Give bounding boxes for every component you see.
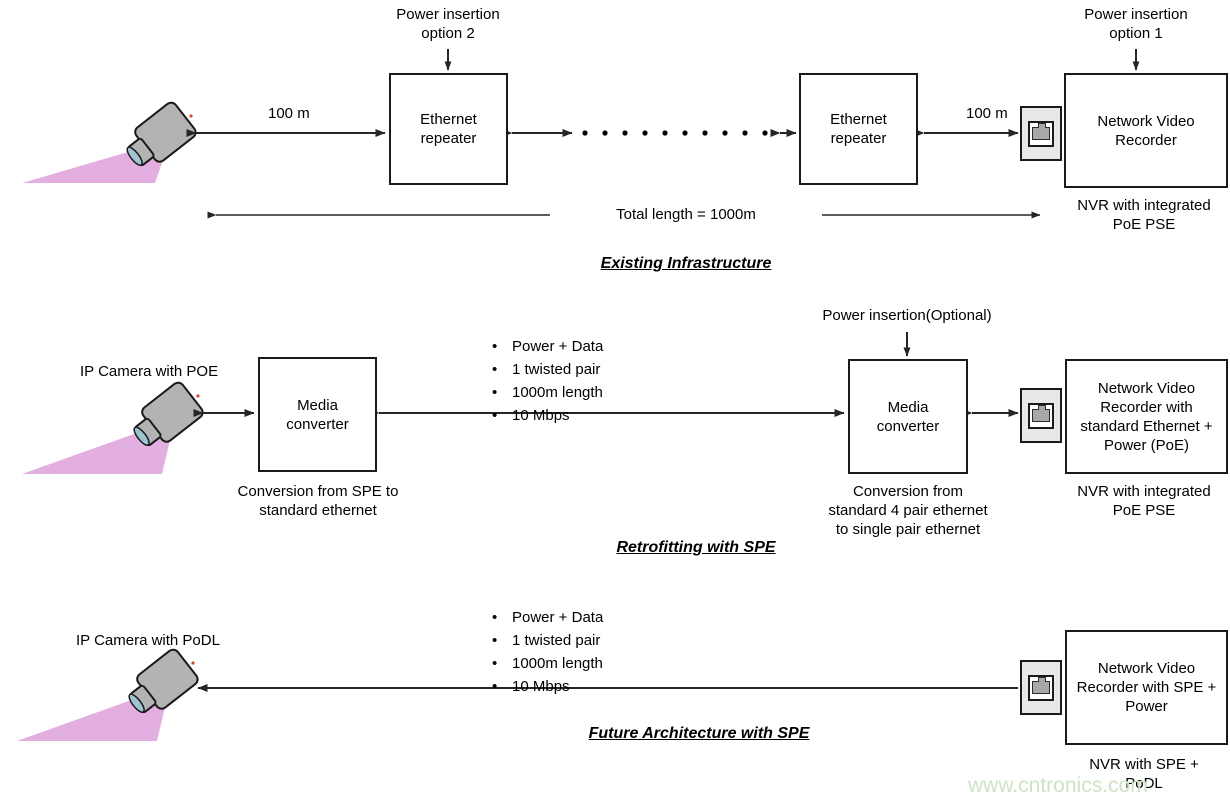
nvr-row2[interactable]: Network Video Recorder with standard Eth… — [1065, 359, 1228, 474]
power-insertion-optional-label: Power insertion(Optional) — [822, 307, 992, 324]
section-title-retrofit: Retrofitting with SPE — [616, 539, 776, 556]
rj45-jack-frame — [1028, 402, 1054, 429]
media-converter-right-label: Media converter — [876, 398, 940, 435]
bullet-item: • Power + Data — [492, 606, 603, 629]
total-length-label: Total length = 1000m — [616, 206, 756, 223]
bullet-label: 10 Mbps — [512, 407, 570, 424]
nvr-row3[interactable]: Network Video Recorder with SPE + Power — [1065, 630, 1228, 745]
media-converter-left[interactable]: Media converter — [258, 357, 377, 472]
nvr-row2-label: Network Video Recorder with standard Eth… — [1080, 379, 1213, 454]
ellipsis-dots — [582, 130, 768, 136]
media-converter-right-caption: Conversion from standard 4 pair ethernet… — [828, 483, 988, 538]
site-watermark: www.cntronics.com — [968, 774, 1148, 797]
rj45-jack-frame — [1028, 120, 1054, 147]
bullet-label: 1000m length — [512, 384, 603, 401]
bullet-dot-icon: • — [492, 632, 498, 649]
rj45-jack-frame — [1028, 674, 1054, 701]
bullet-dot-icon: • — [492, 384, 498, 401]
bullet-label: 1 twisted pair — [512, 632, 601, 649]
bullet-label: 1 twisted pair — [512, 361, 601, 378]
bullet-item: • 10 Mbps — [492, 675, 603, 698]
nvr-row2-caption: NVR with integrated PoE PSE — [1077, 483, 1211, 519]
bullet-label: Power + Data — [512, 609, 604, 626]
bullet-dot-icon: • — [492, 655, 498, 672]
bullet-item: • 1 twisted pair — [492, 629, 603, 652]
bullet-item: • 1 twisted pair — [492, 358, 603, 381]
section-title-future: Future Architecture with SPE — [588, 725, 810, 742]
bullet-dot-icon: • — [492, 338, 498, 355]
power-insertion-option-2-label: Power insertion option 2 — [396, 6, 500, 42]
camera-icon-row3 — [17, 648, 199, 741]
nvr-row1-caption: NVR with integrated PoE PSE — [1077, 197, 1211, 233]
media-converter-right[interactable]: Media converter — [848, 359, 968, 474]
bullet-dot-icon: • — [492, 678, 498, 695]
rj45-jack-row3[interactable] — [1020, 660, 1062, 715]
bullet-item: • Power + Data — [492, 335, 603, 358]
rj45-jack-plug — [1032, 405, 1050, 422]
ethernet-repeater-left[interactable]: Ethernet repeater — [389, 73, 508, 185]
section-title-existing: Existing Infrastructure — [600, 255, 772, 272]
nvr-row3-label: Network Video Recorder with SPE + Power — [1076, 660, 1217, 715]
bullet-item: • 10 Mbps — [492, 404, 603, 427]
nvr-row3-caption: NVR with SPE + PoDL — [1089, 756, 1199, 792]
bullet-dot-icon: • — [492, 609, 498, 626]
spec-bullets-row3: • Power + Data • 1 twisted pair • 1000m … — [492, 606, 603, 698]
ethernet-repeater-left-label: Ethernet repeater — [420, 111, 477, 147]
bullet-item: • 1000m length — [492, 652, 603, 675]
bullet-dot-icon: • — [492, 407, 498, 424]
camera-icon-row2 — [22, 381, 204, 474]
ethernet-repeater-right-label: Ethernet repeater — [830, 111, 887, 147]
ethernet-repeater-right[interactable]: Ethernet repeater — [799, 73, 918, 185]
media-converter-left-label: Media converter — [286, 396, 349, 433]
spec-bullets-row2: • Power + Data • 1 twisted pair • 1000m … — [492, 335, 603, 427]
nvr-row1-label: Network Video Recorder — [1097, 112, 1195, 149]
bullet-dot-icon: • — [492, 361, 498, 378]
bullet-item: • 1000m length — [492, 381, 603, 404]
bullet-label: 1000m length — [512, 655, 603, 672]
span-label-100m-right: 100 m — [966, 105, 1008, 122]
camera-icon-row1 — [22, 101, 197, 183]
bullet-label: Power + Data — [512, 338, 604, 355]
camera-label-row2: IP Camera with POE — [80, 363, 219, 380]
rj45-jack-row1[interactable] — [1020, 106, 1062, 161]
nvr-row1[interactable]: Network Video Recorder — [1064, 73, 1228, 188]
media-converter-left-caption: Conversion from SPE to standard ethernet — [237, 483, 399, 519]
rj45-jack-plug — [1032, 123, 1050, 140]
camera-label-row3: IP Camera with PoDL — [76, 632, 220, 649]
rj45-jack-plug — [1032, 677, 1050, 694]
bullet-label: 10 Mbps — [512, 678, 570, 695]
power-insertion-option-1-label: Power insertion option 1 — [1084, 6, 1188, 42]
rj45-jack-row2[interactable] — [1020, 388, 1062, 443]
span-label-100m-left: 100 m — [268, 105, 310, 122]
